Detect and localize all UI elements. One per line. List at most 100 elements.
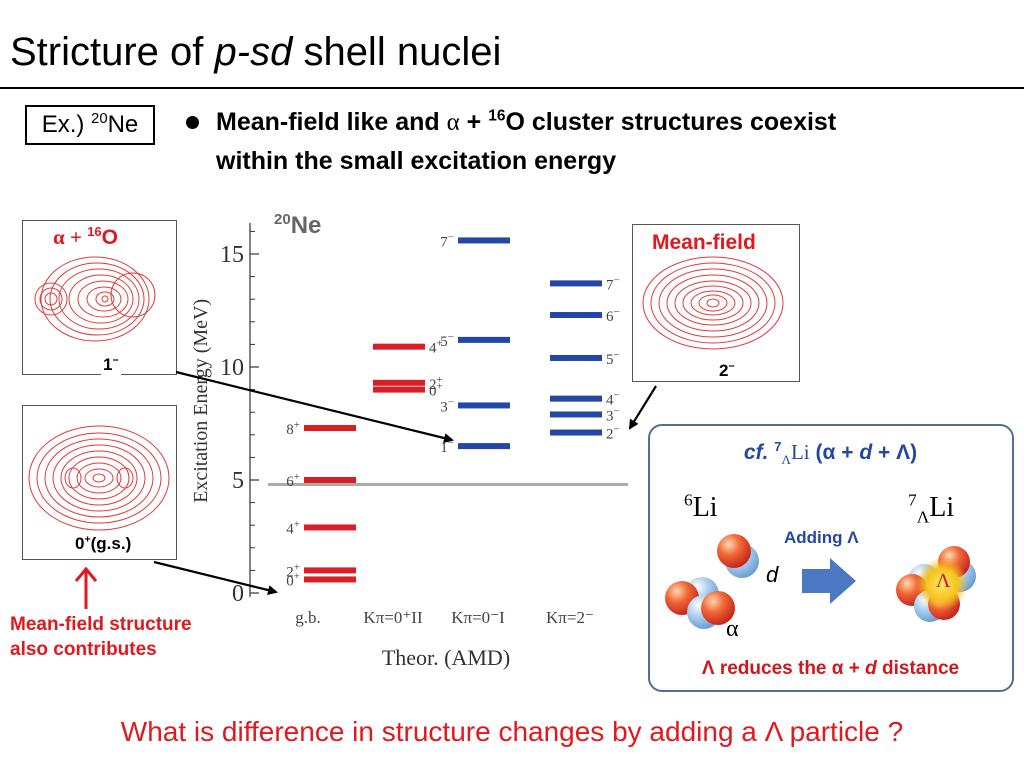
level-spin-label: 6−	[606, 306, 620, 325]
cf-footer: Λ reduces the α + d distance	[650, 658, 1011, 680]
cf-footer-b: distance	[876, 658, 960, 679]
level-bar	[304, 567, 356, 574]
example-prefix: Ex.)	[41, 111, 92, 138]
hypernucleus-comparison-box: cf. 7ΛLi (α + d + Λ) 6Li 7ΛLi Adding Λ d…	[648, 424, 1014, 692]
red-up-arrow	[74, 566, 98, 609]
mf-state-parity: −	[728, 360, 735, 373]
adding-arrow-icon	[802, 558, 856, 604]
level-spin-label: 8+	[286, 419, 300, 438]
band-label: Kπ=0⁺II	[363, 608, 423, 627]
cluster-label: α + 16O	[53, 225, 118, 250]
x-axis-title: Theor. (AMD)	[382, 645, 510, 670]
ground-state-label: 0+(g.s.)	[73, 533, 134, 554]
cluster-state-label: 1−	[101, 355, 121, 375]
level-bar	[550, 354, 602, 361]
example-box: Ex.) 20Ne	[25, 105, 155, 145]
level-spin-label: 4−	[606, 390, 620, 409]
cf-heading: cf. 7ΛLi (α + d + Λ)	[650, 439, 1011, 468]
cf-mass: 7	[774, 439, 782, 454]
cluster-label-element: O	[101, 226, 119, 249]
example-mass: 20	[91, 111, 108, 127]
cf-components-end: + Λ)	[872, 441, 918, 464]
band-label: g.b.	[295, 608, 321, 627]
level-bar	[458, 402, 510, 409]
level-spin-label: 1−	[440, 437, 454, 456]
alpha-label: α	[726, 616, 739, 642]
level-spin-label: 2−	[606, 424, 620, 443]
level-spin-label: 3−	[440, 396, 454, 415]
level-bar	[304, 576, 356, 583]
cf-footer-d: d	[865, 658, 877, 679]
y-axis-title: Excitation Energy (MeV)	[190, 299, 212, 503]
lambda-particle-label: Λ	[936, 570, 951, 592]
band-label: Kπ=2⁻	[546, 608, 594, 627]
level-spin-label: 7−	[440, 231, 454, 250]
bullet-text: Mean-field like and α + 16O cluster stru…	[216, 103, 1006, 180]
cf-footer-a: Λ reduces the α +	[701, 658, 866, 679]
level-spin-label: 4+	[286, 518, 300, 537]
gs-state-spin: 0	[75, 534, 85, 553]
ground-state-density-contours	[28, 425, 170, 531]
mean-field-note-line1: Mean-field structure	[10, 614, 192, 635]
bullet-text-b: +	[459, 108, 489, 136]
cf-lambda: Λ	[781, 452, 791, 468]
level-bar	[373, 343, 425, 350]
contour-panel-cluster: α + 16O 1−	[22, 220, 177, 375]
bullet-text-a: Mean-field like and	[216, 108, 447, 136]
bullet-alpha: α	[446, 109, 460, 136]
chart-levels	[304, 237, 602, 583]
title-italic: p-sd	[214, 30, 293, 74]
mean-field-note: Mean-field structure also contributes	[10, 612, 192, 662]
level-bar	[373, 379, 425, 386]
level-bar	[458, 336, 510, 343]
li6-element: Li	[692, 492, 718, 523]
cf-element: Li	[790, 440, 810, 464]
title-divider	[0, 87, 1024, 89]
nucleus-label: 20Ne	[274, 211, 321, 239]
cluster-state-parity: −	[112, 354, 119, 367]
cf-d: d	[859, 441, 873, 464]
level-bar	[550, 280, 602, 287]
level-bar	[304, 524, 356, 531]
title-suffix: shell nuclei	[292, 30, 502, 74]
level-spin-label: 3−	[606, 405, 620, 424]
deuteron-label: d	[766, 562, 779, 587]
cf-components-start: (α +	[809, 441, 860, 464]
bullet-text-c: O cluster structures coexist	[505, 108, 837, 136]
adding-lambda-label: Adding Λ	[784, 528, 859, 547]
li6-nucleus-icon	[665, 534, 759, 629]
cluster-label-alpha: α +	[53, 225, 88, 249]
level-spin-label: 7−	[606, 274, 620, 293]
gs-state-parity: +	[84, 533, 91, 546]
level-bar	[304, 477, 356, 483]
bullet-o-mass: 16	[488, 107, 506, 125]
cluster-label-mass: 16	[87, 224, 102, 239]
li6-mass: 6	[684, 490, 693, 510]
page-title: Stricture of p-sd shell nuclei	[10, 28, 501, 76]
bullet-text-line2: within the small excitation energy	[216, 147, 617, 175]
mean-field-state-label: 2−	[717, 361, 737, 381]
mf-state-spin: 2	[719, 361, 729, 380]
li6-label: 6Li	[684, 490, 718, 524]
level-spin-label: 4+	[429, 338, 443, 357]
y-tick-label: 15	[220, 242, 244, 268]
lambda-li7-element: Li	[929, 492, 955, 523]
bullet-dot	[186, 116, 199, 129]
level-bar	[550, 411, 602, 418]
level-spin-label: 5−	[440, 331, 454, 350]
level-bar	[550, 429, 602, 436]
level-bar	[304, 425, 356, 432]
cf-label: cf.	[743, 441, 769, 464]
level-spin-label: 5−	[606, 349, 620, 368]
y-tick-label: 5	[232, 468, 244, 494]
level-spin-label: 2+	[286, 561, 300, 580]
y-tick-label: 10	[220, 355, 244, 381]
band-label: Kπ=0⁻I	[451, 608, 505, 627]
cluster-state-spin: 1	[103, 355, 113, 374]
mean-field-density-contours	[642, 256, 784, 350]
example-element: Ne	[107, 111, 139, 138]
level-bar	[550, 312, 602, 319]
cluster-density-contours	[34, 256, 156, 342]
